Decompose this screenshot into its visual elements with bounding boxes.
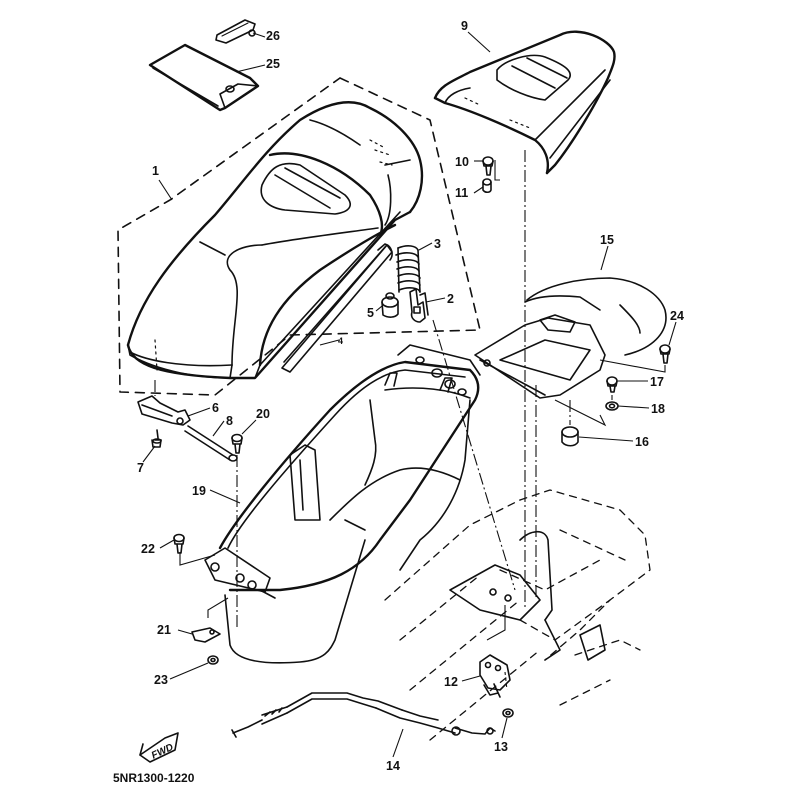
part-26-band[interactable] xyxy=(215,19,256,44)
part-24-bolt[interactable] xyxy=(659,344,671,364)
part-16-damper[interactable] xyxy=(561,426,579,447)
drawing-code: 5NR1300-1220 xyxy=(113,771,195,785)
alignment-lines xyxy=(154,150,666,691)
callout-19: 19 xyxy=(192,484,206,498)
callout-20: 20 xyxy=(256,407,270,421)
callout-leaders xyxy=(142,31,677,758)
part-1-seat[interactable] xyxy=(126,101,424,380)
part-18-washer[interactable] xyxy=(605,401,619,411)
part-20-bolt[interactable] xyxy=(231,433,243,454)
callout-7: 7 xyxy=(137,461,144,475)
part-4-trim-strip[interactable] xyxy=(281,243,393,373)
part-22-bolt[interactable] xyxy=(173,533,185,554)
part-6-hinge-bracket[interactable] xyxy=(137,395,191,426)
part-13-nut[interactable] xyxy=(502,708,514,718)
part-7-bolt[interactable] xyxy=(151,429,162,448)
callout-15: 15 xyxy=(600,233,614,247)
callout-24: 24 xyxy=(670,309,684,323)
callout-10: 10 xyxy=(455,155,469,169)
callout-21: 21 xyxy=(157,623,171,637)
box-hinge-mount xyxy=(204,547,276,599)
fwd-direction-badge: FWD xyxy=(139,732,179,763)
callout-26: 26 xyxy=(266,29,280,43)
frame-outline xyxy=(384,489,651,741)
callout-18: 18 xyxy=(651,402,665,416)
part-12-seat-lock[interactable] xyxy=(479,654,511,698)
part-25-document-holder[interactable] xyxy=(148,43,260,112)
callout-9: 9 xyxy=(461,19,468,33)
callout-23: 23 xyxy=(154,673,168,687)
part-9-rear-seat-cover[interactable] xyxy=(433,30,616,175)
callout-3: 3 xyxy=(434,237,441,251)
callout-12: 12 xyxy=(444,675,458,689)
part-21-bracket[interactable] xyxy=(191,627,221,643)
callout-labels: 26 25 1 9 10 11 3 2 5 4 15 24 17 18 16 6… xyxy=(137,19,684,773)
callout-4: 4 xyxy=(338,336,343,346)
callout-14: 14 xyxy=(386,759,400,773)
callout-13: 13 xyxy=(494,740,508,754)
callout-16: 16 xyxy=(635,435,649,449)
callout-22: 22 xyxy=(141,542,155,556)
part-14-seat-lock-cable[interactable] xyxy=(231,692,496,738)
callout-11: 11 xyxy=(455,186,468,200)
callout-17: 17 xyxy=(650,375,664,389)
part-5-damper[interactable] xyxy=(381,292,399,318)
callout-8: 8 xyxy=(226,414,233,428)
part-2-lock-hook[interactable] xyxy=(409,288,429,323)
part-10-bolt[interactable] xyxy=(482,156,494,176)
part-8-hinge-pin[interactable] xyxy=(184,425,238,462)
callout-5: 5 xyxy=(367,306,374,320)
part-15-rear-seat[interactable] xyxy=(474,277,667,399)
part-17-bolt[interactable] xyxy=(606,376,618,393)
callout-6: 6 xyxy=(212,401,219,415)
part-19-storage-box[interactable] xyxy=(218,344,481,664)
part-11-collar[interactable] xyxy=(482,178,492,194)
part-3-spring[interactable] xyxy=(395,245,421,293)
seat-assembly-boundary xyxy=(117,77,481,396)
part-23-nut[interactable] xyxy=(207,655,219,665)
callout-2: 2 xyxy=(447,292,454,306)
callout-25: 25 xyxy=(266,57,280,71)
callout-1: 1 xyxy=(152,164,159,178)
